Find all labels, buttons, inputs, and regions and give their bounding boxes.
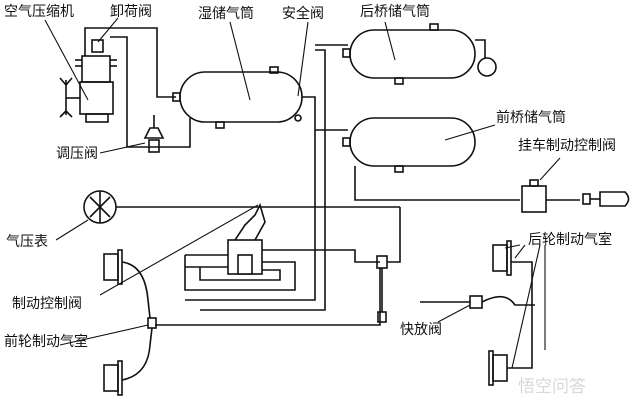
wet-tank-shape — [179, 71, 303, 123]
watermark: 悟空问答 — [518, 377, 586, 397]
label-trailer-brake-valve: 挂车制动控制阀 — [518, 138, 616, 154]
label-pressure-regulator: 调压阀 — [56, 146, 98, 162]
rear-brake-chamber-bottom-shape — [488, 305, 533, 386]
trailer-brake-valve-shape — [521, 179, 630, 213]
quick-release-valve-shape — [420, 295, 535, 309]
label-front-tank: 前桥储气筒 — [496, 110, 566, 126]
safety-valve-shape — [294, 114, 302, 122]
label-quick-release-valve: 快放阀 — [400, 322, 442, 338]
label-rear-tank: 后桥储气筒 — [360, 4, 430, 20]
front-brake-chamber-bottom-shape — [103, 327, 153, 396]
label-front-brake-chamber: 前轮制动气室 — [4, 334, 88, 350]
unloader-valve-shape — [91, 39, 104, 53]
label-safety-valve: 安全阀 — [282, 6, 324, 22]
rear-tank-gauge-shape — [477, 57, 497, 77]
rear-tank-shape — [349, 29, 476, 79]
label-unloader-valve: 卸荷阀 — [110, 4, 152, 20]
label-rear-brake-chamber: 后轮制动气室 — [528, 232, 612, 248]
label-brake-control-valve: 制动控制阀 — [12, 296, 82, 312]
pressure-regulator-shape — [143, 115, 165, 153]
compressor-shape — [59, 55, 117, 123]
label-pressure-gauge: 气压表 — [6, 234, 48, 250]
label-compressor: 空气压缩机 — [4, 4, 74, 20]
brake-control-valve-shape — [227, 202, 266, 275]
front-tank-shape — [349, 117, 476, 167]
rear-brake-chamber-top-shape — [492, 240, 533, 305]
front-brake-chamber-top-shape — [103, 249, 151, 319]
label-wet-tank: 湿储气筒 — [198, 6, 254, 22]
